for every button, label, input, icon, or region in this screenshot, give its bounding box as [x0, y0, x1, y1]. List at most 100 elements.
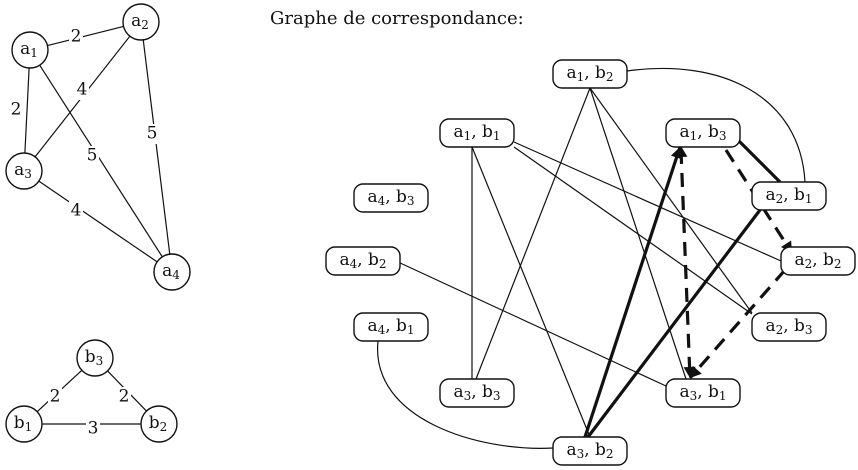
pair-node-box [353, 312, 429, 342]
graph-b-node-label: b3 [85, 347, 104, 368]
graph-b-node-circle [76, 339, 114, 377]
graph-a-edge [38, 180, 158, 263]
graph-b-node-circle [140, 405, 178, 443]
pair-node-a2b2: a2, b2 [780, 246, 856, 276]
pair-node-a3b2: a3, b2 [552, 436, 628, 466]
graph-b-node-label: b2 [149, 413, 168, 434]
graph-a-edge-weight: 5 [147, 124, 158, 144]
correspondence-title: Graphe de correspondance: [270, 8, 524, 29]
edge-weight-background [75, 80, 89, 100]
edge-weight-background [69, 27, 83, 47]
graph-a-edge-weight: 4 [71, 201, 82, 221]
graph-b-edge-weight: 2 [119, 387, 130, 407]
edge-arrowhead [675, 146, 688, 158]
graph-b-edge-weight: 2 [50, 387, 61, 407]
pair-node-label: a2, b2 [794, 250, 841, 271]
pair-node-a2b3: a2, b3 [751, 312, 827, 342]
pair-node-a3b1: a3, b1 [665, 378, 741, 408]
edge-weight-background [117, 387, 131, 407]
graph-a-edge-weight: 4 [77, 80, 88, 100]
edge-weight-background [9, 100, 23, 120]
graph-a-node-label: a3 [14, 160, 32, 181]
pair-node-a1b3: a1, b3 [665, 118, 741, 148]
pair-node-box [439, 118, 515, 148]
pair-node-box [665, 118, 741, 148]
correspondence-edge [589, 87, 753, 314]
graph-a-edge [24, 67, 30, 154]
edge-weight-background [86, 419, 100, 439]
correspondence-edge [471, 146, 591, 438]
pair-node-box [751, 181, 827, 211]
graph-a-nodes: a1 a2 a3 a4 [5, 3, 191, 291]
graph-a-node-a4: a4 [153, 253, 191, 291]
pair-node-box [751, 312, 827, 342]
graph-a-edge-weight: 2 [11, 100, 22, 120]
correspondence-edge [679, 149, 692, 379]
graph-a-node-circle [11, 31, 49, 69]
pair-node-label: a1, b3 [679, 122, 726, 143]
pair-node-label: a3, b1 [679, 382, 726, 403]
pair-node-label: a4, b2 [339, 250, 386, 271]
pair-node-box [552, 59, 628, 89]
correspondence-edge [583, 146, 682, 438]
graph-a-edge [47, 25, 124, 47]
graph-a-edge-weight: 2 [71, 27, 82, 47]
graph-a-edges: 2 2 4 5 5 4 [9, 25, 171, 263]
pair-node-label: a1, b2 [566, 63, 613, 84]
pair-node-box [325, 246, 401, 276]
graph-b-nodes: b1 b2 b3 [5, 339, 178, 443]
correspondence-edge [513, 146, 753, 315]
edge-weight-background [145, 124, 159, 144]
graph-a-node-circle [153, 253, 191, 291]
graph-b-node-b1: b1 [5, 405, 43, 443]
pair-node-box [353, 183, 429, 213]
pair-node-a2b1: a2, b1 [751, 181, 827, 211]
correspondence-edge [586, 209, 762, 438]
pair-node-label: a4, b1 [367, 316, 414, 337]
correspondence-edge [626, 67, 806, 183]
graph-a-edge [39, 64, 163, 258]
pair-node-box [439, 378, 515, 408]
graph-b-node-b2: b2 [140, 405, 178, 443]
pair-node-label: a3, b3 [453, 382, 500, 403]
pair-node-label: a4, b3 [367, 187, 414, 208]
graph-b-node-circle [5, 405, 43, 443]
pair-node-label: a2, b3 [765, 316, 812, 337]
correspondence-edge [377, 340, 554, 449]
graph-b-edge-weight: 3 [88, 419, 99, 439]
pair-node-a4b3: a4, b3 [353, 183, 429, 213]
pair-node-box [552, 436, 628, 466]
pair-node-label: a1, b1 [453, 122, 500, 143]
pair-node-a4b1: a4, b1 [353, 312, 429, 342]
pair-node-a1b2: a1, b2 [552, 59, 628, 89]
correspondence-edges [377, 67, 806, 449]
graph-a-node-label: a1 [20, 39, 38, 60]
edge-weight-background [85, 146, 99, 166]
graph-a-node-a1: a1 [11, 31, 49, 69]
correspondence-edge [475, 87, 591, 380]
correspondence-edge [736, 138, 782, 184]
graph-a-edge-weight: 5 [87, 146, 98, 166]
pair-node-box [780, 246, 856, 276]
graph-b-node-b3: b3 [76, 339, 114, 377]
pair-node-box [665, 378, 741, 408]
edge-weight-background [69, 201, 83, 221]
edge-arrowhead [690, 365, 702, 378]
edge-weight-background [48, 387, 62, 407]
correspondence-nodes: a1, b2 a1, b1 a1, b3 a2, b1 a4, b3 a4, b2 a2, … [325, 59, 856, 466]
correspondence-edge [397, 261, 667, 387]
graph-a-node-circle [122, 3, 160, 41]
graph-a-edge [142, 39, 171, 255]
graph-a-node-label: a4 [162, 261, 180, 282]
graph-a-node-circle [5, 152, 43, 190]
graph-a-node-a2: a2 [122, 3, 160, 41]
correspondence-edge [688, 268, 787, 380]
pair-node-label: a2, b1 [765, 185, 812, 206]
graph-a-node-a3: a3 [5, 152, 43, 190]
pair-node-a3b3: a3, b3 [439, 378, 515, 408]
graph-a-node-label: a2 [131, 11, 149, 32]
graph-b-node-label: b1 [14, 413, 33, 434]
pair-node-a4b2: a4, b2 [325, 246, 401, 276]
